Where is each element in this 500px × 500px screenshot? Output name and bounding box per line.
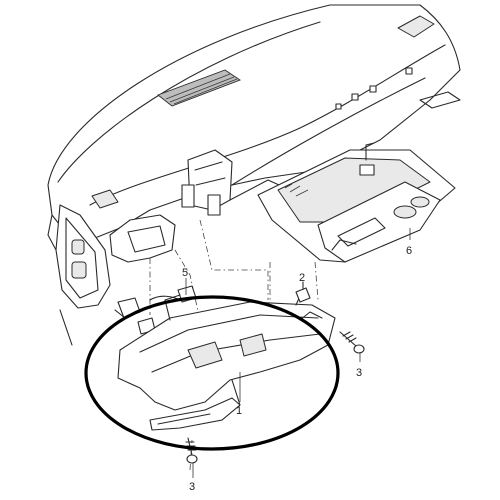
callout-label-5: 5 <box>182 267 188 279</box>
dashboard-left-end <box>47 204 111 346</box>
side-vent-right <box>397 15 435 38</box>
screw-bottom <box>185 437 198 464</box>
glove-box-assembly <box>257 142 456 263</box>
top-vent <box>157 69 241 107</box>
left-vent <box>91 189 119 209</box>
callout-label-1: 1 <box>236 405 242 417</box>
callout-label-6: 6 <box>406 245 412 257</box>
callout-label-3-bottom: 3 <box>189 481 195 493</box>
switch-b <box>369 85 377 93</box>
lower-cover-panel <box>117 294 336 431</box>
switch-a <box>351 93 359 101</box>
highlight-ellipse <box>84 295 340 451</box>
switch-d <box>335 103 342 110</box>
callout-label-2: 2 <box>299 272 305 284</box>
screw-right <box>339 331 365 354</box>
dashboard-panel <box>47 4 461 239</box>
leader-lines <box>185 228 411 478</box>
callout-label-3-right: 3 <box>356 367 362 379</box>
switch-c <box>405 67 413 75</box>
support-brackets <box>109 149 291 263</box>
